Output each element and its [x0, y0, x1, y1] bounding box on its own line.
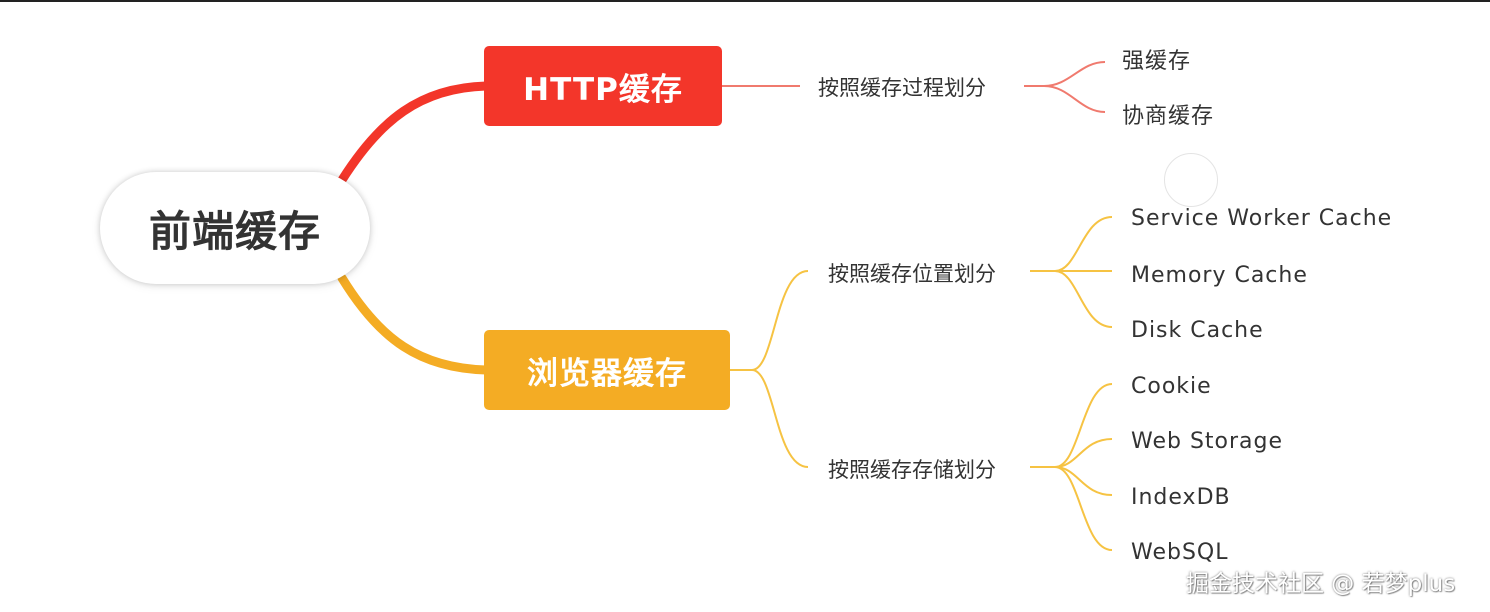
leaf-node-websql[interactable]: WebSQL	[1131, 540, 1229, 565]
connector-process-to-strong	[1024, 61, 1106, 87]
decorative-circle	[1164, 153, 1218, 207]
connector-storage-to-indexdb	[1054, 466, 1113, 496]
group-node-by-location[interactable]: 按照缓存位置划分	[828, 262, 996, 286]
leaf-node-service-worker-cache[interactable]: Service Worker Cache	[1131, 206, 1393, 231]
connector-root-to-http	[337, 81, 491, 185]
connector-browser-to-storage	[751, 369, 809, 468]
connector-process-to-negotiate	[1043, 85, 1106, 113]
connector-storage-to-websql	[1054, 466, 1113, 551]
connector-storage-to-webstorage	[1054, 438, 1113, 468]
leaf-node-indexdb[interactable]: IndexDB	[1131, 485, 1231, 510]
connector-storage-to-cookie	[1030, 383, 1113, 468]
leaf-node-negotiated-cache[interactable]: 协商缓存	[1122, 104, 1215, 129]
leaf-node-web-storage[interactable]: Web Storage	[1131, 429, 1284, 454]
connector-location-to-disk	[1054, 270, 1113, 328]
connector-browser-to-location	[730, 270, 809, 371]
group-node-by-storage[interactable]: 按照缓存存储划分	[828, 458, 996, 482]
leaf-node-memory-cache[interactable]: Memory Cache	[1131, 263, 1308, 288]
connector-root-to-browser	[337, 273, 491, 375]
group-node-by-process[interactable]: 按照缓存过程划分	[818, 76, 986, 100]
branch-node-http-cache[interactable]: HTTP缓存	[484, 46, 722, 126]
leaf-node-strong-cache[interactable]: 强缓存	[1122, 49, 1192, 74]
root-node[interactable]: 前端缓存	[100, 172, 370, 284]
watermark: 掘金技术社区 @ 若梦plus	[1186, 571, 1456, 597]
top-border	[0, 0, 1490, 2]
connector-location-to-sw	[1030, 216, 1113, 272]
leaf-node-disk-cache[interactable]: Disk Cache	[1131, 318, 1264, 343]
leaf-node-cookie[interactable]: Cookie	[1131, 374, 1212, 399]
branch-node-browser-cache[interactable]: 浏览器缓存	[484, 330, 730, 410]
